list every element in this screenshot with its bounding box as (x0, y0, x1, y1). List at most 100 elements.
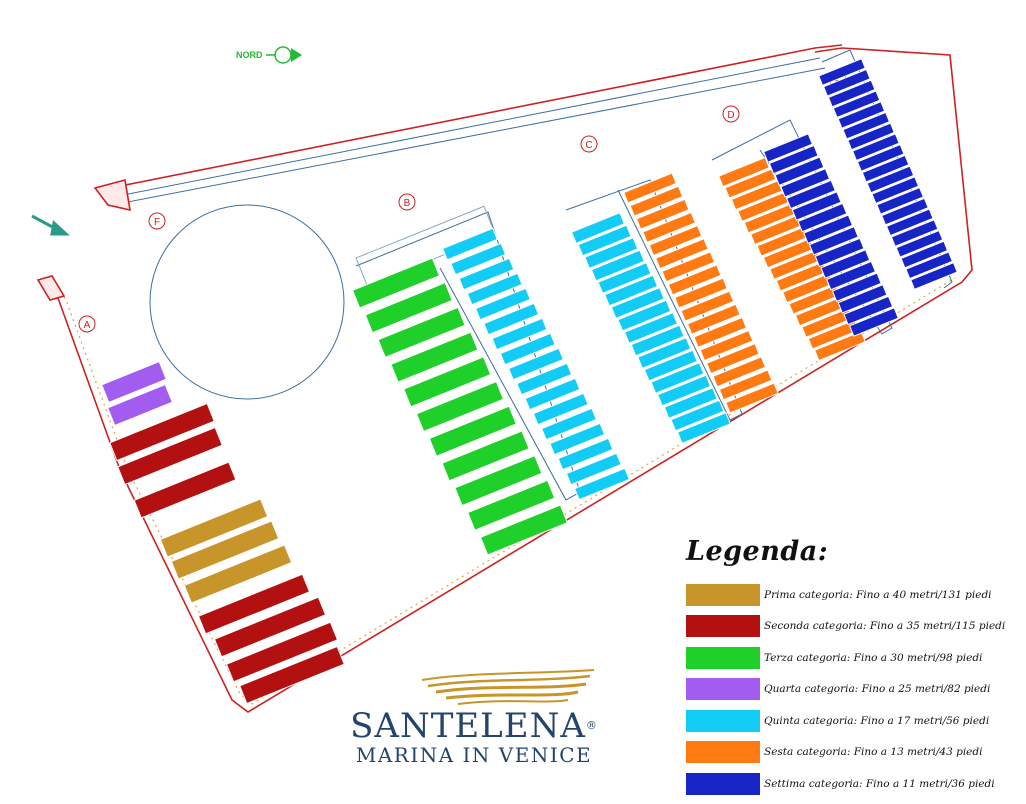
berth-c-left-13 (650, 362, 705, 394)
berth-b-right-16 (565, 452, 622, 486)
berth-d-left-3 (730, 180, 783, 211)
legend-item-quarta: Quarta categoria: Fino a 25 metri/82 pie… (686, 676, 1016, 703)
berth-e-20 (910, 262, 958, 290)
pier-label-a: A (84, 320, 91, 331)
berth-e-4 (832, 90, 881, 119)
marina-outline (36, 44, 973, 713)
berth-e-12 (871, 176, 920, 205)
legend-title: Legenda: (686, 536, 829, 567)
berth-e-17 (895, 229, 944, 258)
berth-c-right-13 (699, 330, 754, 361)
berth-a-9 (197, 573, 311, 635)
pier-label-c: C (585, 140, 592, 151)
berth-b-left-10 (467, 479, 556, 531)
berth-c-left-1 (570, 212, 626, 244)
berth-e-13 (876, 186, 924, 215)
berth-b-right-8 (499, 332, 556, 366)
berth-a-5 (133, 461, 237, 519)
berth-c-right-15 (712, 356, 767, 388)
pier-label-b: B (404, 198, 411, 209)
berth-e-7 (847, 122, 895, 151)
berth-e-1 (818, 58, 866, 86)
legend-label-prima: Prima categoria: Fino a 40 metri/131 pie… (764, 588, 992, 601)
legend-label-quarta: Quarta categoria: Fino a 25 metri/82 pie… (764, 683, 991, 695)
legend-label-settima: Settima categoria: Fino a 11 metri/36 pi… (764, 777, 995, 790)
berth-b-right-5 (475, 287, 531, 321)
berth-c-left-14 (657, 374, 712, 407)
legend-swatch-quinta (686, 709, 760, 732)
berth-d-left-5 (743, 203, 796, 234)
berth-c-left-9 (623, 312, 679, 344)
berth-d-right-9 (808, 226, 859, 256)
berth-c-left-17 (676, 412, 732, 444)
north-label: NORD (236, 50, 263, 60)
legend-label-quinta: Quinta categoria: Fino a 17 metri/56 pie… (764, 714, 990, 727)
berth-b-left-9 (454, 455, 543, 507)
legend-item-quinta: Quinta categoria: Fino a 17 metri/56 pie… (686, 707, 1016, 734)
berth-a-3 (109, 402, 215, 462)
berth-b-left-2 (364, 282, 453, 334)
berths-layer (101, 58, 958, 705)
legend: Legenda: Prima categoria: Fino a 40 metr… (686, 536, 1016, 802)
berth-d-right-4 (780, 168, 831, 198)
legend-item-settima: Settima categoria: Fino a 11 metri/36 pi… (686, 770, 1016, 797)
berth-c-left-8 (617, 299, 672, 332)
north-compass-icon (274, 46, 292, 64)
berth-d-right-6 (791, 191, 842, 221)
berth-d-right-3 (774, 156, 825, 186)
berth-e-9 (856, 143, 905, 172)
berth-c-left-5 (597, 262, 652, 294)
berth-c-left-4 (590, 249, 645, 282)
berth-c-right-16 (718, 369, 773, 401)
legend-item-sesta: Sesta categoria: Fino a 13 metri/43 pied… (686, 739, 1016, 766)
berth-d-right-10 (814, 237, 865, 268)
berth-a-6 (159, 498, 269, 558)
berth-e-11 (866, 165, 915, 194)
berth-b-right-14 (549, 422, 606, 456)
berth-b-right-1 (442, 227, 498, 261)
berth-b-left-5 (403, 356, 492, 408)
berth-d-right-11 (820, 249, 871, 279)
berth-d-left-16 (814, 330, 866, 362)
brand-logo: SANTELENA® MARINA IN VENICE (346, 668, 602, 766)
berth-c-left-11 (637, 337, 692, 369)
berth-b-right-4 (466, 272, 523, 306)
berth-d-right-14 (837, 284, 888, 314)
berth-a-2 (107, 383, 173, 427)
berth-c-left-6 (604, 274, 659, 307)
berth-d-left-4 (737, 191, 790, 222)
legend-swatch-quarta (686, 678, 760, 700)
berth-b-right-12 (532, 392, 589, 426)
berth-b-right-9 (508, 347, 564, 381)
berth-c-left-7 (610, 287, 665, 319)
berth-a-10 (213, 596, 327, 658)
berth-a-4 (117, 426, 223, 486)
berth-d-right-2 (768, 144, 819, 175)
berth-b-left-8 (441, 430, 530, 482)
berth-d-left-2 (724, 168, 777, 199)
berth-e-14 (881, 197, 929, 226)
berth-e-2 (822, 68, 871, 97)
berth-b-left-3 (377, 306, 466, 358)
berth-c-right-12 (693, 316, 747, 348)
legend-swatch-settima (686, 772, 760, 795)
berth-b-right-10 (516, 362, 573, 396)
berth-c-right-11 (686, 303, 741, 335)
berth-e-5 (837, 101, 886, 129)
berth-c-left-10 (630, 324, 685, 357)
berth-d-right-16 (849, 307, 899, 337)
berth-c-right-3 (635, 198, 690, 230)
berth-e-16 (890, 219, 939, 247)
berth-e-3 (827, 79, 876, 108)
berth-d-right-1 (763, 133, 813, 163)
berth-b-right-2 (450, 242, 507, 276)
legend-item-seconda: Seconda categoria: Fino a 35 metri/115 p… (686, 613, 1016, 640)
berth-e-18 (900, 240, 949, 269)
berth-c-right-5 (648, 225, 703, 256)
berth-c-right-4 (642, 211, 696, 243)
berth-c-right-1 (623, 172, 677, 204)
legend-item-prima: Prima categoria: Fino a 40 metri/131 pie… (686, 581, 1016, 608)
berth-e-8 (852, 133, 900, 162)
north-indicator: NORD (236, 46, 302, 64)
